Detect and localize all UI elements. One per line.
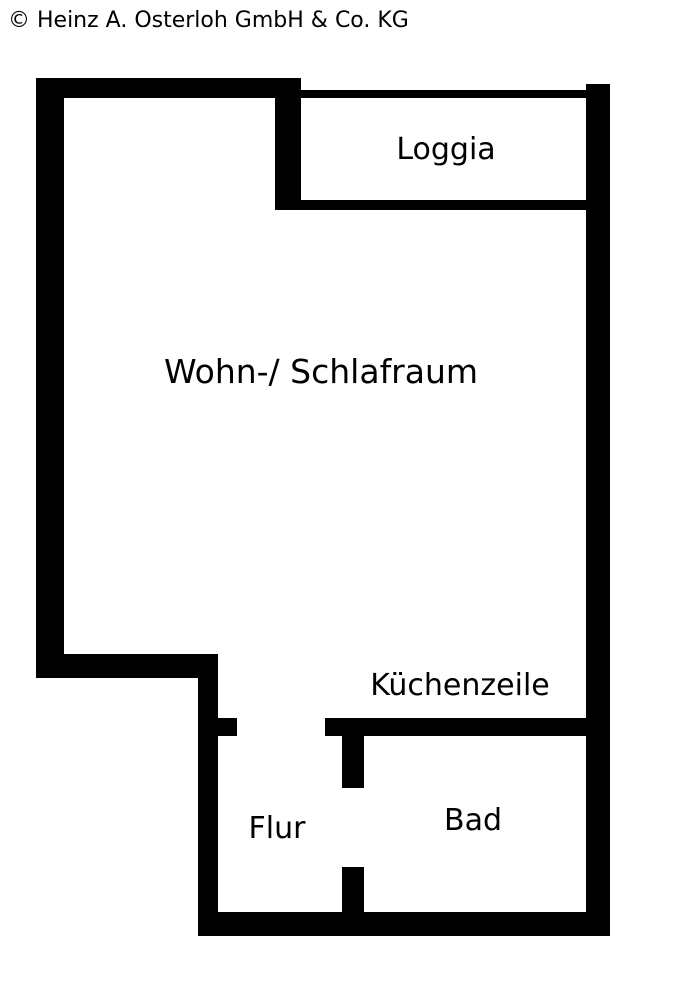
wall-loggia-top xyxy=(275,90,586,98)
room-label-hallway: Flur xyxy=(249,811,307,846)
wall-bath-left-upper xyxy=(342,718,364,788)
wall-top-living xyxy=(36,78,301,98)
wall-hallway-left xyxy=(198,654,218,936)
wall-outer-left xyxy=(36,78,64,678)
room-label-living: Wohn-/ Schlafraum xyxy=(164,352,478,391)
wall-bath-top xyxy=(325,718,610,736)
wall-step-horizontal xyxy=(36,654,218,678)
wall-loggia-bottom xyxy=(275,200,586,210)
room-label-loggia: Loggia xyxy=(396,132,495,167)
copyright-notice: © Heinz A. Osterloh GmbH & Co. KG xyxy=(8,8,409,33)
wall-stub-left xyxy=(198,718,237,736)
room-label-kitchen: Küchenzeile xyxy=(370,668,550,703)
room-label-bath: Bad xyxy=(444,803,502,838)
room-labels: Loggia Wohn-/ Schlafraum Küchenzeile Flu… xyxy=(164,132,550,846)
wall-bath-left-lower xyxy=(342,867,364,936)
wall-bottom xyxy=(198,912,610,936)
walls xyxy=(36,78,610,936)
wall-outer-right xyxy=(586,84,610,936)
wall-loggia-left xyxy=(275,78,301,210)
